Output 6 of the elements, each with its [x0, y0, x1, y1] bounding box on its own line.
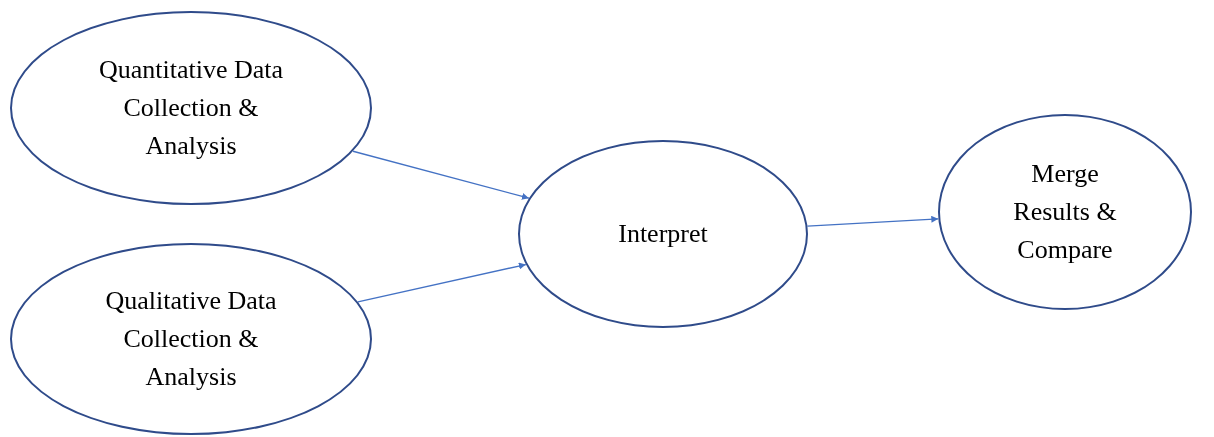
node-label: Quantitative Data Collection & Analysis — [97, 54, 285, 162]
node-label: Interpret — [618, 218, 708, 250]
node-label: Qualitative Data Collection & Analysis — [104, 285, 278, 393]
arrow — [352, 150, 530, 200]
arrow — [806, 215, 939, 227]
node-label: Merge Results & Compare — [1012, 158, 1118, 266]
